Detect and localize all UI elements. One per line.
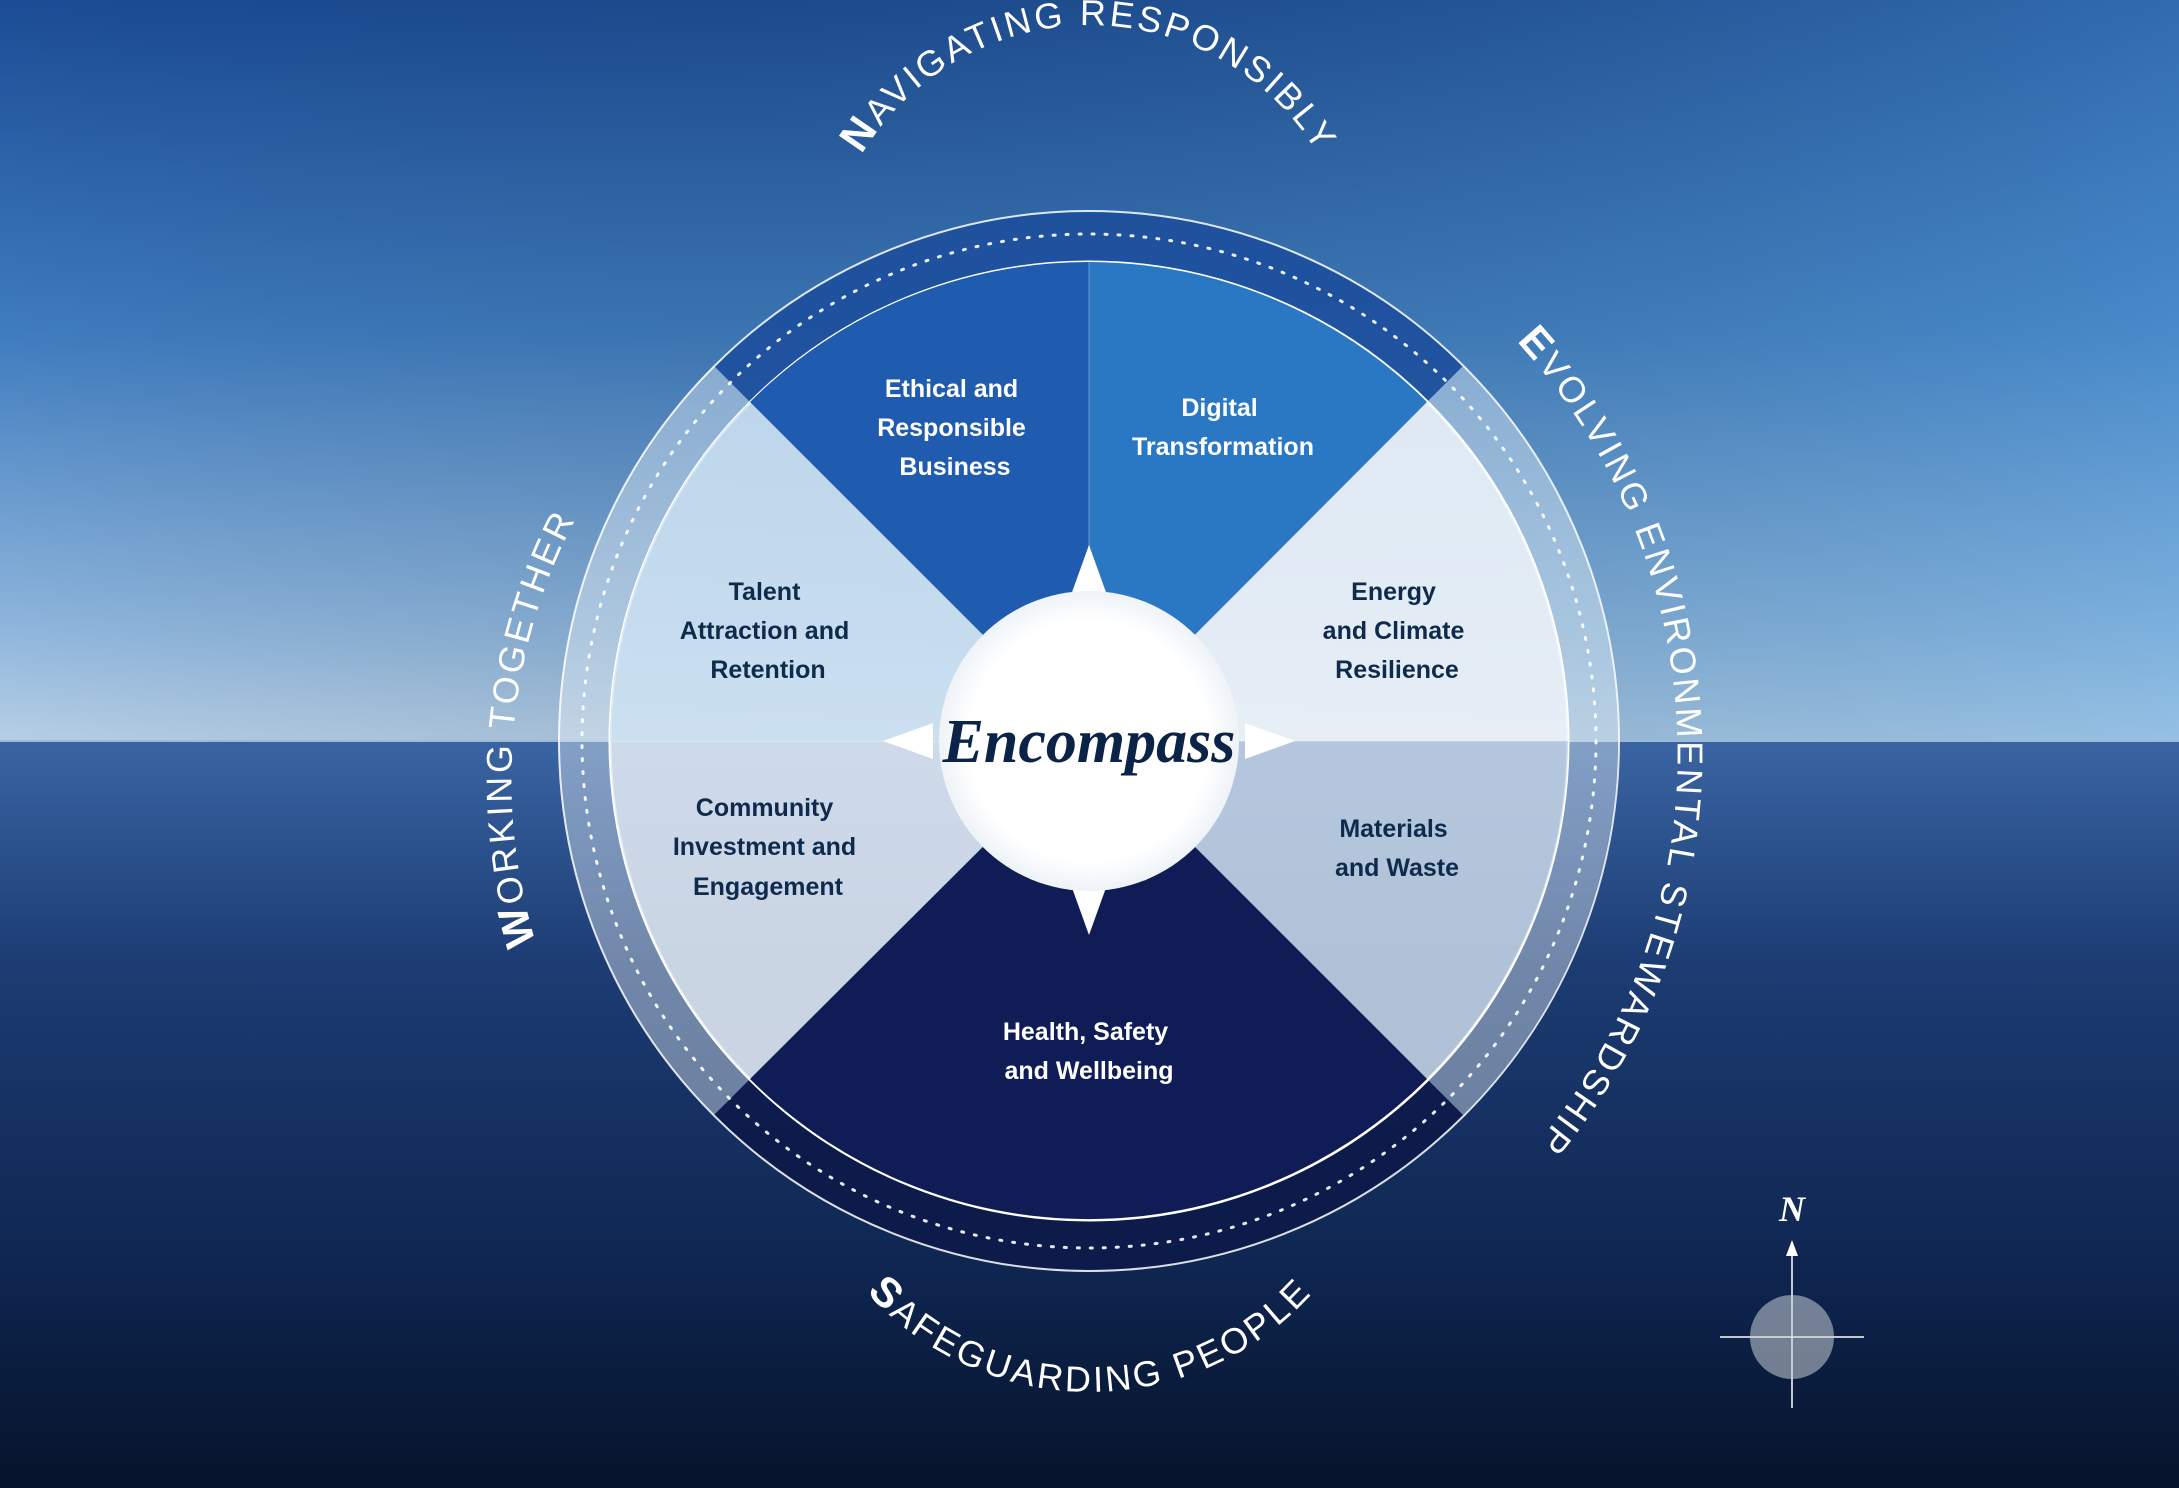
center-title: Encompass bbox=[942, 708, 1236, 776]
label-materials-waste: Materials and Waste bbox=[1335, 815, 1459, 882]
label-talent: Talent Attraction and Retention bbox=[680, 578, 856, 684]
north-compass-badge: N bbox=[1720, 1189, 1864, 1408]
segment-health-safety bbox=[750, 741, 1427, 1220]
compass-point-south bbox=[1071, 885, 1107, 935]
ring-quadrant-north bbox=[714, 211, 1463, 402]
north-arrow-icon bbox=[1786, 1240, 1798, 1256]
label-digital-transformation: Digital Transformation bbox=[1132, 394, 1314, 461]
ring-quadrant-west bbox=[559, 366, 750, 1115]
compass-point-north bbox=[1071, 545, 1107, 595]
ring-quadrant-south bbox=[714, 1079, 1463, 1270]
outer-ring bbox=[558, 210, 1620, 1272]
compass-disc bbox=[1750, 1295, 1834, 1379]
ring-outline-outer bbox=[558, 210, 1620, 1272]
label-energy-climate: Energy and Climate Resilience bbox=[1323, 578, 1472, 684]
label-ethical-business: Ethical and Responsible Business bbox=[877, 375, 1033, 481]
compass-point-west bbox=[883, 723, 933, 759]
segment-labels: Ethical and Responsible Business Digital… bbox=[673, 375, 1472, 1085]
compass-point-east bbox=[1245, 723, 1295, 759]
ring-quadrant-east bbox=[1427, 366, 1618, 1115]
label-community: Community Investment and Engagement bbox=[673, 794, 863, 901]
ring-dotted bbox=[580, 232, 1598, 1250]
label-health-safety: Health, Safety and Wellbeing bbox=[1003, 1018, 1175, 1085]
compass-hub: Encompass bbox=[883, 545, 1295, 935]
north-letter: N bbox=[1778, 1189, 1807, 1229]
hub-circle bbox=[939, 591, 1239, 891]
